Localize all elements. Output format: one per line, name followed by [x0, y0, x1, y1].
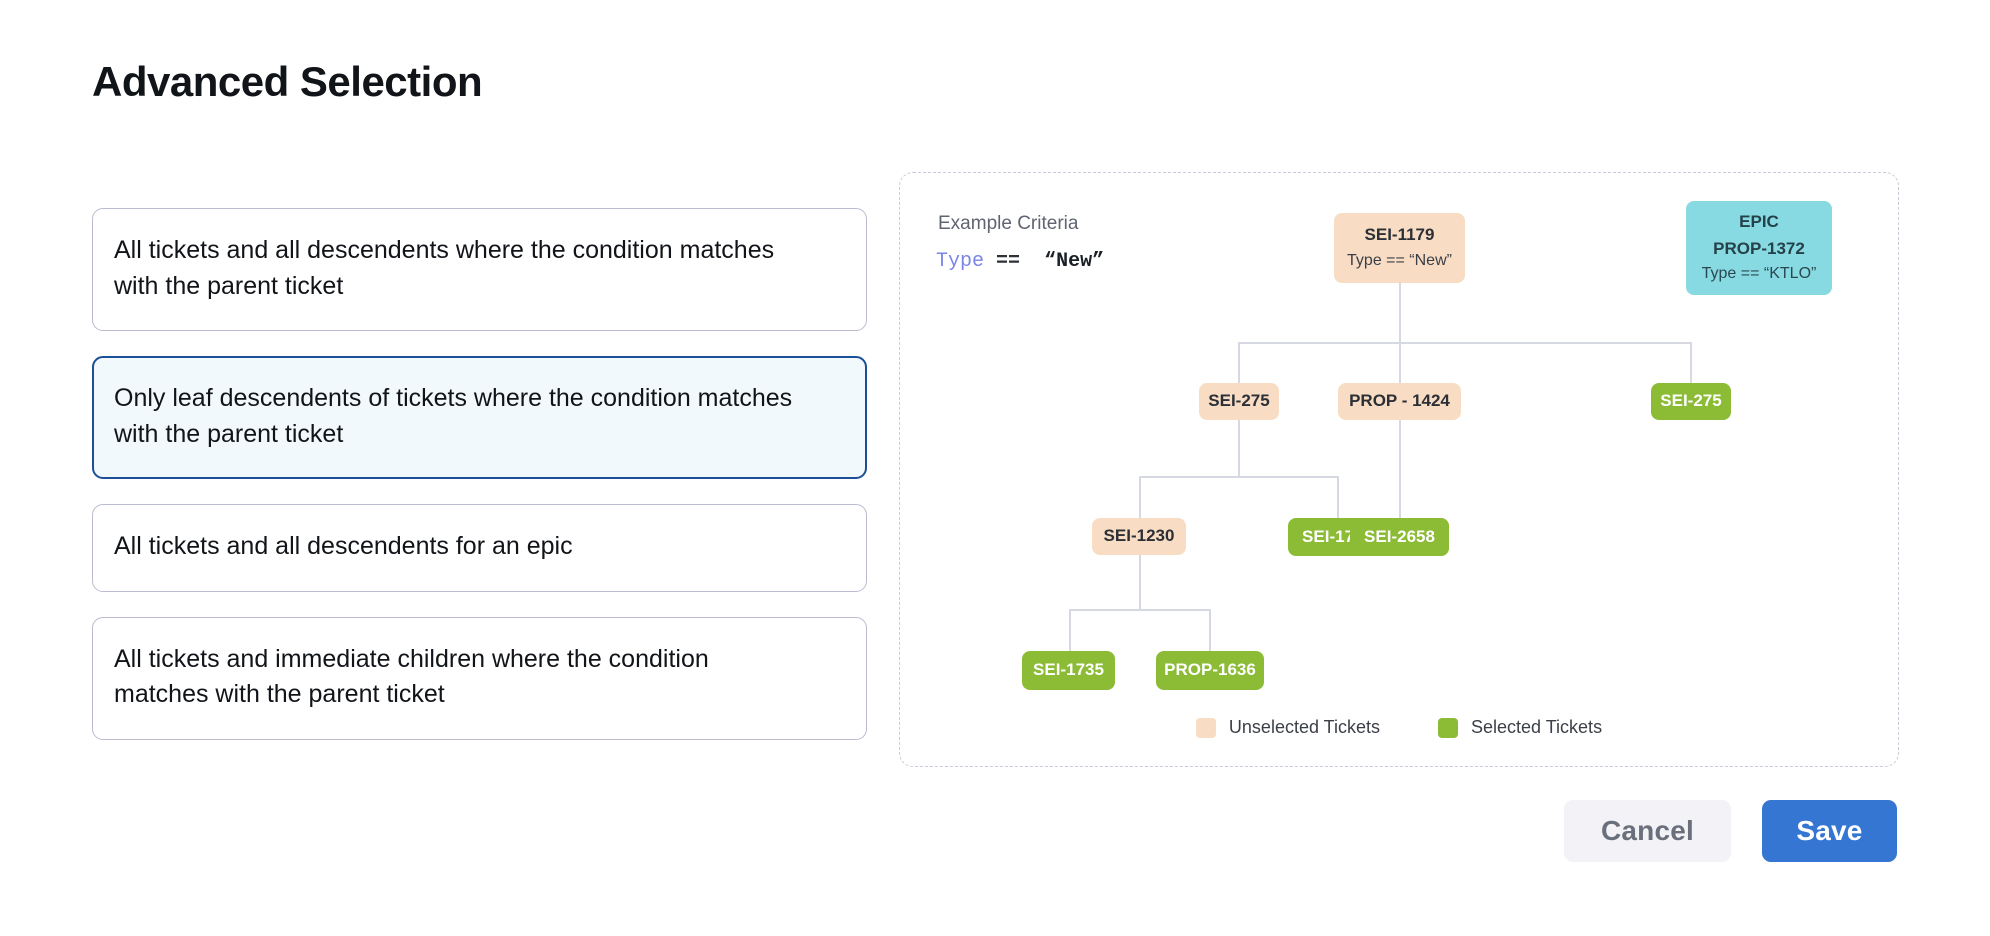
node-id: SEI-1230 — [1103, 526, 1175, 546]
node-kind: EPIC — [1739, 212, 1779, 232]
node-id: SEI-275 — [1660, 391, 1722, 411]
connector-row3-drop-a — [1139, 476, 1141, 518]
option-label: Only leaf descendents of tickets where t… — [114, 384, 793, 448]
unselected-swatch-icon — [1195, 717, 1216, 738]
connector-sei1230-stem — [1139, 554, 1141, 610]
cancel-button[interactable]: Cancel — [1564, 800, 1731, 862]
connector-row2-drop-c — [1690, 342, 1692, 383]
page-title: Advanced Selection — [92, 58, 483, 105]
dialog-footer: Cancel Save — [0, 800, 1990, 862]
option-card-immediate-children[interactable]: All tickets and immediate children where… — [92, 616, 867, 740]
legend-label: Selected Tickets — [1471, 717, 1603, 737]
option-card-leaf-descendents[interactable]: Only leaf descendents of tickets where t… — [92, 356, 867, 479]
criteria-label: Example Criteria — [938, 213, 1079, 234]
node-root-sei-1179[interactable]: SEI-1179 Type == “New” — [1334, 213, 1465, 283]
node-sei-2658-box[interactable]: SEI-2658 — [1350, 518, 1449, 556]
connector-row3-bar — [1139, 476, 1338, 478]
node-id: PROP-1372 — [1713, 238, 1805, 258]
node-sei-1230[interactable]: SEI-1230 — [1092, 518, 1186, 555]
node-sub: Type == “New” — [1347, 251, 1452, 269]
node-sub: Type == “KTLO” — [1701, 264, 1817, 282]
connector-row3-drop-b — [1337, 476, 1339, 518]
connector-row2-drop-a — [1238, 342, 1240, 383]
selected-swatch-icon — [1438, 717, 1458, 738]
node-id: SEI-2658 — [1364, 526, 1435, 546]
diagram-legend: Unselected Tickets Selected Tickets — [900, 717, 1898, 738]
connector-row2-bar — [1238, 342, 1691, 344]
connector-row4-drop-a — [1069, 609, 1071, 651]
node-epic-prop-1372[interactable]: EPIC PROP-1372 Type == “KTLO” — [1686, 201, 1832, 295]
connector-row4-drop-b — [1209, 609, 1211, 651]
node-id: PROP-1636 — [1164, 660, 1256, 680]
connector-row4-bar — [1069, 609, 1209, 611]
connector-sei275-stem — [1238, 419, 1240, 477]
legend-item-unselected: Unselected Tickets — [1195, 717, 1380, 738]
node-id: SEI-275 — [1208, 391, 1270, 411]
criteria-operator: == — [996, 250, 1021, 273]
node-id: PROP - 1424 — [1349, 391, 1450, 411]
node-sei-275-left[interactable]: SEI-275 — [1199, 383, 1279, 420]
legend-label: Unselected Tickets — [1228, 717, 1380, 737]
criteria-field: Type — [936, 250, 985, 273]
legend-item-selected: Selected Tickets — [1438, 717, 1602, 738]
example-diagram-panel: Example Criteria Type == “New” SEI-1179 … — [899, 172, 1899, 767]
node-sei-275-right[interactable]: SEI-275 — [1651, 383, 1731, 420]
node-prop-1424[interactable]: PROP - 1424 — [1338, 383, 1461, 420]
criteria-value: “New” — [1044, 250, 1105, 273]
save-button[interactable]: Save — [1762, 800, 1897, 862]
node-prop-1636[interactable]: PROP-1636 — [1156, 651, 1264, 690]
option-card-epic-descendents[interactable]: All tickets and all descendents for an e… — [92, 504, 867, 592]
node-id: SEI-1179 — [1364, 225, 1435, 245]
connector-root-stem — [1399, 283, 1401, 343]
option-label: All tickets and all descendents for an e… — [114, 532, 573, 560]
connector-row2-drop-b — [1399, 342, 1401, 383]
criteria-expression: Type == “New” — [936, 250, 1104, 273]
selection-options-list: All tickets and all descendents where th… — [92, 208, 867, 765]
option-label: All tickets and immediate children where… — [114, 644, 709, 709]
node-id: SEI-1735 — [1033, 660, 1104, 680]
option-card-all-descendents[interactable]: All tickets and all descendents where th… — [92, 208, 867, 331]
option-label: All tickets and all descendents where th… — [114, 236, 775, 300]
node-sei-1735-bottom[interactable]: SEI-1735 — [1022, 651, 1115, 690]
connector-prop1424-stem — [1399, 419, 1401, 518]
